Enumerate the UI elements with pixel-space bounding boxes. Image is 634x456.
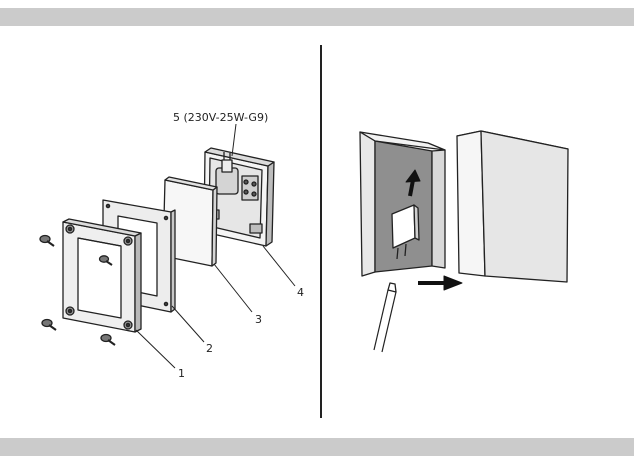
part-label-5: 5 (230V-25W-G9) — [173, 111, 268, 124]
screw-top-left — [39, 234, 55, 247]
exploded-assembly-diagram — [39, 123, 296, 369]
screw-mid — [98, 255, 113, 266]
arrow-up-icon — [405, 169, 421, 197]
wall-recess — [359, 131, 446, 277]
part-label-3: 3 — [255, 313, 262, 326]
part-label-4: 4 — [297, 286, 304, 299]
front-frame-part-1 — [62, 218, 142, 333]
screwdriver-icon — [373, 282, 397, 353]
header-band — [0, 8, 634, 26]
luminaire-box — [456, 130, 569, 283]
leader-line-5 — [231, 123, 237, 157]
leader-line-4 — [262, 245, 296, 287]
screw-bottom-left — [41, 318, 57, 331]
leader-line-2 — [171, 305, 205, 343]
mounting-diagram — [359, 130, 569, 353]
screw-bottom — [100, 333, 116, 346]
arrow-right-icon — [418, 275, 463, 291]
part-label-2: 2 — [206, 342, 213, 355]
plug-adapter-icon — [391, 204, 420, 260]
leader-line-1 — [135, 329, 176, 369]
footer-band — [0, 438, 634, 456]
leader-line-3 — [213, 263, 253, 313]
part-label-1: 1 — [178, 367, 185, 380]
